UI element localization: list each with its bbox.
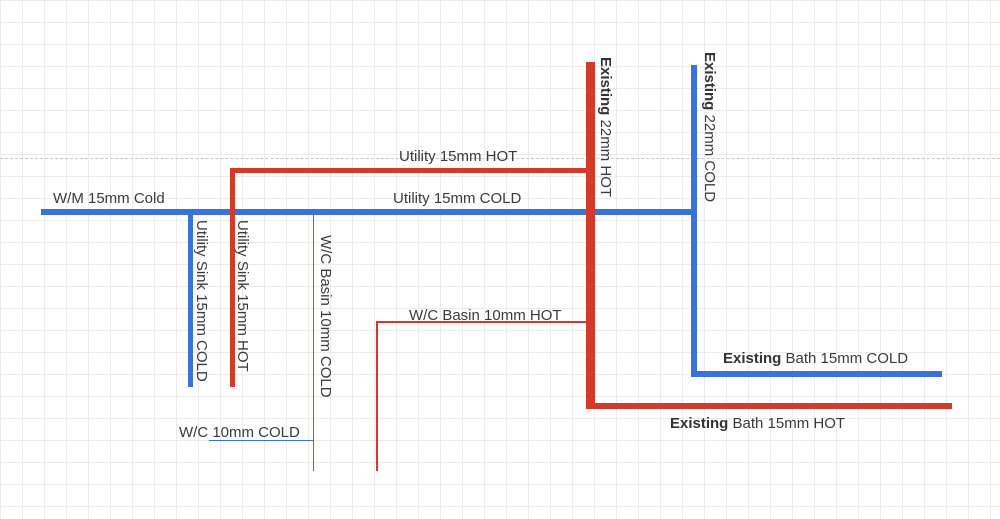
wc-basin-cold-label: W/C Basin 10mm COLD bbox=[317, 235, 334, 398]
existing-bath-hot-label: Existing Bath 15mm HOT bbox=[670, 415, 846, 432]
wm-cold-label: W/M 15mm Cold bbox=[53, 190, 165, 207]
wc-cold-label: W/C 10mm COLD bbox=[179, 424, 300, 441]
existing-bath-cold-pipe bbox=[691, 371, 942, 377]
existing-cold-main-label: Existing 22mm COLD bbox=[701, 52, 718, 203]
utility-sink-cold-pipe bbox=[188, 212, 193, 387]
wc-basin-cold-pipe bbox=[313, 212, 314, 471]
utility-sink-cold-label: Utility Sink 15mm COLD bbox=[193, 220, 210, 382]
utility-hot-label: Utility 15mm HOT bbox=[399, 148, 518, 165]
utility-hot-pipe bbox=[230, 168, 590, 173]
utility-sink-hot-pipe bbox=[230, 168, 235, 387]
wc-cold-pipe bbox=[209, 440, 314, 441]
wc-basin-hot-label: W/C Basin 10mm HOT bbox=[409, 307, 562, 324]
wc-basin-hot-vertical-pipe bbox=[376, 321, 378, 471]
existing-hot-main-label: Existing 22mm HOT bbox=[597, 57, 614, 198]
utility-sink-hot-label: Utility Sink 15mm HOT bbox=[234, 220, 251, 372]
existing-bath-cold-label: Existing Bath 15mm COLD bbox=[723, 350, 909, 367]
dashed-guide-line bbox=[0, 158, 1000, 159]
wc-basin-hot-horizontal-pipe bbox=[376, 321, 588, 323]
wm-cold-main-pipe bbox=[41, 209, 695, 215]
utility-cold-label: Utility 15mm COLD bbox=[393, 190, 522, 207]
existing-hot-main-pipe bbox=[586, 62, 595, 409]
existing-bath-hot-pipe bbox=[586, 403, 952, 409]
existing-cold-main-pipe bbox=[691, 65, 697, 376]
